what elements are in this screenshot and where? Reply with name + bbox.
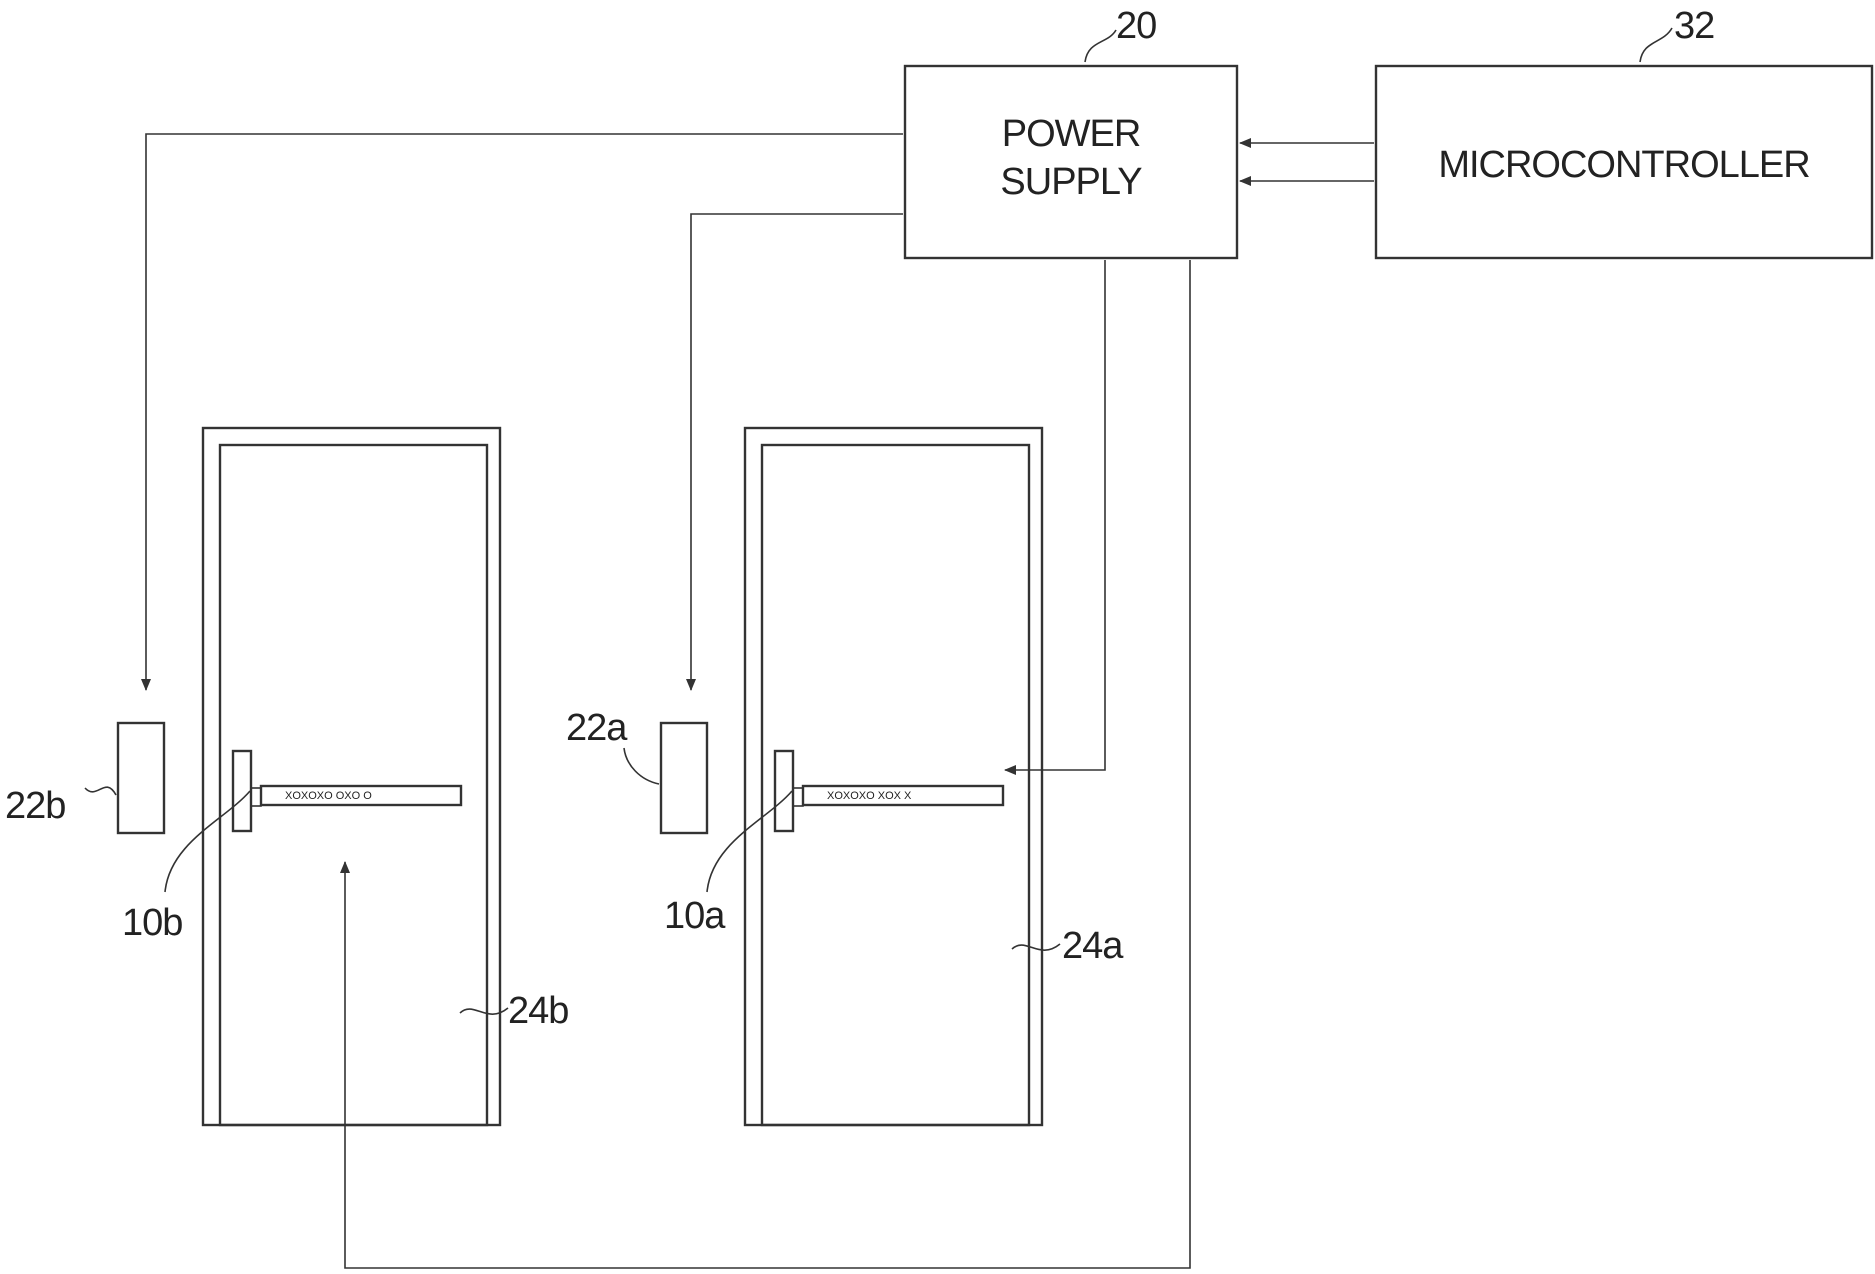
power-supply-block: POWER SUPPLY <box>905 66 1237 258</box>
ref-10b: 10b <box>122 902 182 944</box>
ref-24a: 24a <box>1062 925 1124 967</box>
exit-device-10b: XOXOXO OXO O <box>233 751 461 831</box>
power-supply-label-line2: SUPPLY <box>1000 161 1142 203</box>
sensor-22a <box>661 723 707 833</box>
ref-10a: 10a <box>664 895 726 937</box>
ref-10b-leader <box>165 791 250 892</box>
exit-device-10a: XOXOXO XOX X <box>775 751 1003 831</box>
power-line-to-22a <box>691 214 903 690</box>
ref-10a-leader <box>707 791 792 892</box>
sensor-22b <box>118 723 164 833</box>
microcontroller-block: MICROCONTROLLER <box>1376 66 1872 258</box>
door-24b <box>203 428 500 1125</box>
door-24a <box>745 428 1042 1125</box>
exit-device-10a-marks: XOXOXO XOX X <box>827 790 912 802</box>
ref-22b-leader <box>85 787 116 795</box>
ref-22b: 22b <box>5 785 65 827</box>
ref-32-leader <box>1640 28 1672 62</box>
power-line-to-10b <box>345 260 1190 1268</box>
power-line-to-22b <box>146 134 903 690</box>
ref-24b: 24b <box>508 990 568 1032</box>
exit-device-10b-marks: XOXOXO OXO O <box>285 790 372 802</box>
ref-22a: 22a <box>566 707 628 749</box>
power-line-to-10a <box>1005 260 1105 770</box>
ref-22a-leader <box>624 748 659 784</box>
ref-20-leader <box>1085 30 1116 62</box>
ref-20: 20 <box>1116 5 1156 47</box>
microcontroller-label: MICROCONTROLLER <box>1438 144 1809 186</box>
ref-24a-leader <box>1012 944 1060 950</box>
power-supply-label-line1: POWER <box>1002 113 1141 155</box>
ref-32: 32 <box>1674 5 1714 47</box>
